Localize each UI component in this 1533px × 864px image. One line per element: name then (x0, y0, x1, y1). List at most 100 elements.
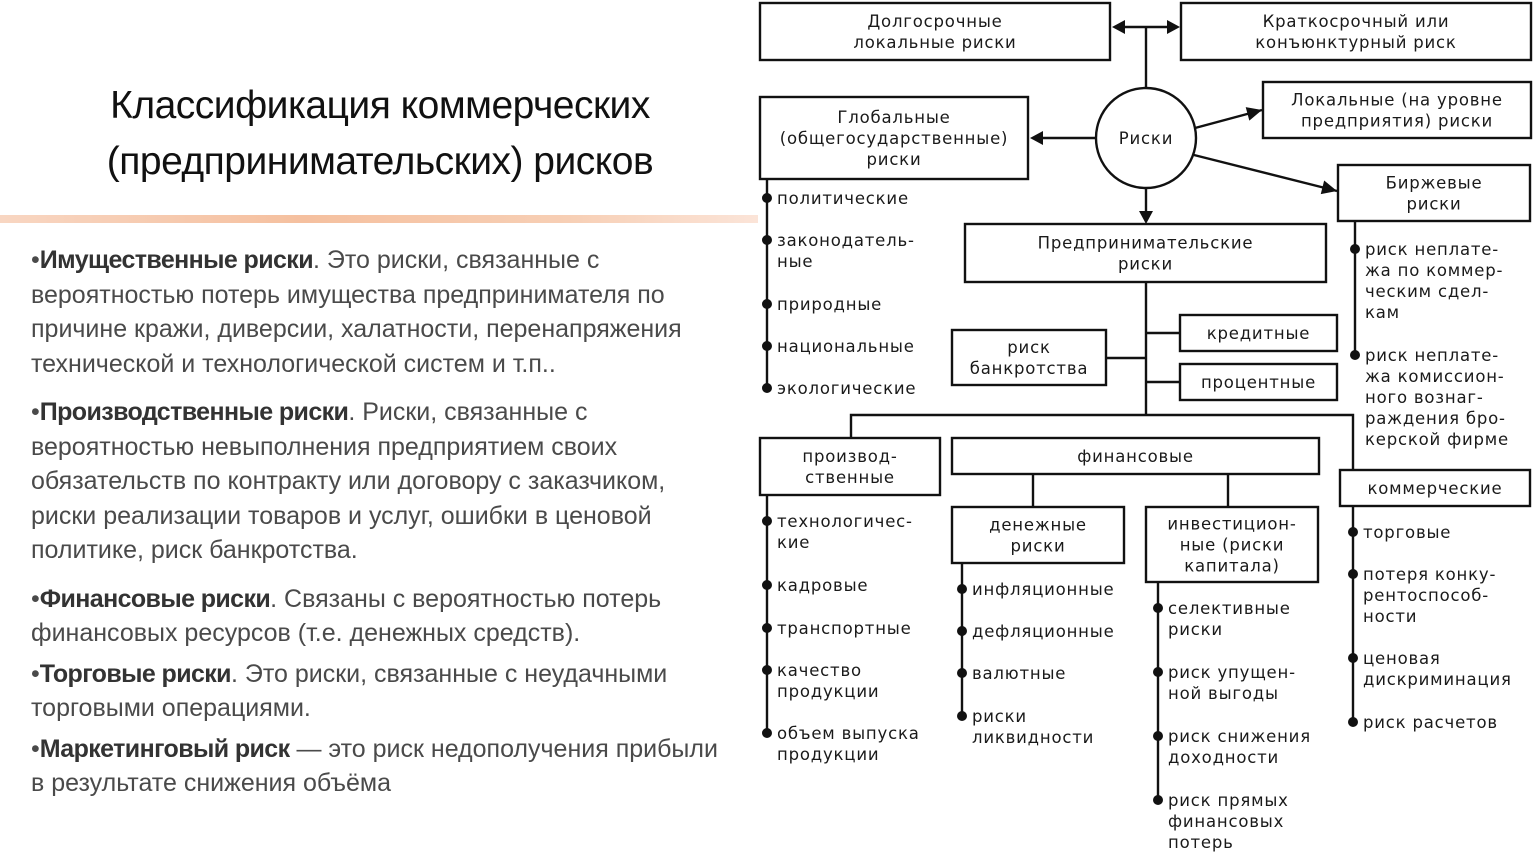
commercial-risks-box (1338, 468, 1532, 508)
exchange-risks-box (1336, 163, 1532, 223)
title-line-1: Классификация коммерческих (110, 84, 650, 127)
exchange-list-bullet-icon (1350, 350, 1360, 360)
entrepreneurial-arrow-icon (1139, 211, 1153, 224)
investment-list-bullet-icon (1153, 603, 1163, 613)
definition: — это риск недополучения прибыли в резул… (31, 734, 718, 798)
distribution-line (849, 413, 1355, 470)
global-list-bullet-icon (762, 235, 772, 245)
paragraph-trade-risks: •Торговые риски. Это риски, связанные с … (31, 659, 668, 723)
global-risks-label: Глобальные(общегосударственные)риски (780, 108, 1009, 169)
commercial-list-bullet-icon (1348, 569, 1358, 579)
short-term-arrow-icon (1167, 20, 1180, 34)
local-arrow-arrowhead-icon (1245, 107, 1262, 121)
production-list-bullet-icon (762, 623, 772, 633)
monetary-list-bullet-icon (957, 711, 967, 721)
term: Финансовые риски (39, 584, 271, 613)
commercial-list-bullet-icon (1348, 527, 1358, 537)
global-list-bullet-icon (762, 299, 772, 309)
risks-circle-label: Риски (1119, 129, 1173, 148)
global-risks-box (758, 95, 1030, 181)
monetary-list-bullet-icon (957, 668, 967, 678)
global-arrow-icon (1030, 131, 1043, 145)
long-term-arrow-icon (1112, 20, 1125, 34)
production-list-bullet-icon (762, 516, 772, 526)
production-risks-label: производ-ственные (802, 447, 897, 487)
global-list-item: политические (777, 189, 909, 208)
exchange-list-item: риск неплате-жа комиссион-ного вознаг-ра… (1365, 346, 1509, 449)
definition: . Связаны с вероятностью потерь финансов… (31, 584, 662, 648)
commercial-list-bullet-icon (1348, 653, 1358, 663)
exchange-list-bullet-icon (1350, 244, 1360, 254)
financial-risks-box (950, 436, 1321, 476)
global-list-item: природные (777, 295, 882, 314)
term: Имущественные риски (39, 246, 314, 274)
monetary-list-item: валютные (972, 664, 1066, 683)
production-list-bullet-icon (762, 665, 772, 675)
title-divider (0, 215, 758, 223)
monetary-risks-box (950, 505, 1126, 565)
investment-risks-box (1144, 505, 1320, 584)
production-risks-box (758, 436, 942, 497)
term: Маркетинговый риск (39, 734, 290, 763)
credit-risks-label: кредитные (1207, 324, 1311, 343)
commercial-risks-label: коммерческие (1368, 479, 1503, 498)
investment-list-bullet-icon (1153, 731, 1163, 741)
exchange-list-item: риск неплате-жа по коммер-ческим сдел-ка… (1365, 240, 1503, 322)
monetary-list-bullet-icon (957, 584, 967, 594)
commercial-list-item: риск расчетов (1363, 713, 1498, 732)
production-list-bullet-icon (762, 728, 772, 738)
title-line-2: (предпринимательских) рисков (106, 140, 654, 183)
commercial-list-item: потеря конку-рентоспособ-ности (1363, 565, 1496, 626)
investment-list-item: риск упущен-ной выгоды (1168, 663, 1296, 703)
paragraph-property-risks: •Имущественные риски. Это риски, связанн… (31, 246, 682, 378)
bankruptcy-risk-box (950, 328, 1108, 387)
commercial-list-bullet-icon (1348, 717, 1358, 727)
definition: . Это риски, связанные с неудачными торг… (31, 659, 668, 723)
exchange-arrow-arrowhead-icon (1320, 180, 1337, 195)
production-list-item: кадровые (777, 576, 868, 595)
entrepreneurial-risks-box (963, 222, 1328, 284)
term: Производственные риски (39, 398, 349, 426)
definition: . Риски, связанные с вероятностью невыпо… (31, 398, 666, 564)
credit-risks-box (1178, 313, 1339, 353)
long-term-risks-box (758, 1, 1112, 62)
commercial-list-item: торговые (1363, 523, 1451, 542)
monetary-list-item: дефляционные (972, 622, 1115, 641)
investment-list-bullet-icon (1153, 795, 1163, 805)
interest-risks-label: процентные (1201, 373, 1316, 392)
monetary-list-item: инфляционные (972, 580, 1115, 599)
production-list-bullet-icon (762, 580, 772, 590)
global-list-item: национальные (777, 337, 915, 356)
global-list-item: экологические (777, 379, 916, 398)
paragraph-production-risks: •Производственные риски. Риски, связанны… (31, 398, 666, 564)
paragraph-marketing-risk: •Маркетинговый риск — это риск недополуч… (31, 734, 718, 798)
global-list-bullet-icon (762, 383, 772, 393)
production-list-item: технологичес-кие (777, 512, 913, 552)
financial-risks-label: финансовые (1077, 447, 1194, 466)
interest-risks-box (1178, 362, 1339, 402)
definition: . Это риски, связанные с вероятностью по… (31, 246, 682, 378)
global-list-bullet-icon (762, 341, 772, 351)
short-term-risks-box (1179, 1, 1533, 62)
exchange-arrow-line (1193, 153, 1338, 193)
monetary-list-bullet-icon (957, 626, 967, 636)
global-list-bullet-icon (762, 193, 772, 203)
slide-title: Классификация коммерческих (предпринимат… (0, 78, 760, 190)
paragraph-financial-risks: •Финансовые риски. Связаны с вероятность… (31, 584, 662, 648)
term: Торговые риски (39, 659, 232, 688)
